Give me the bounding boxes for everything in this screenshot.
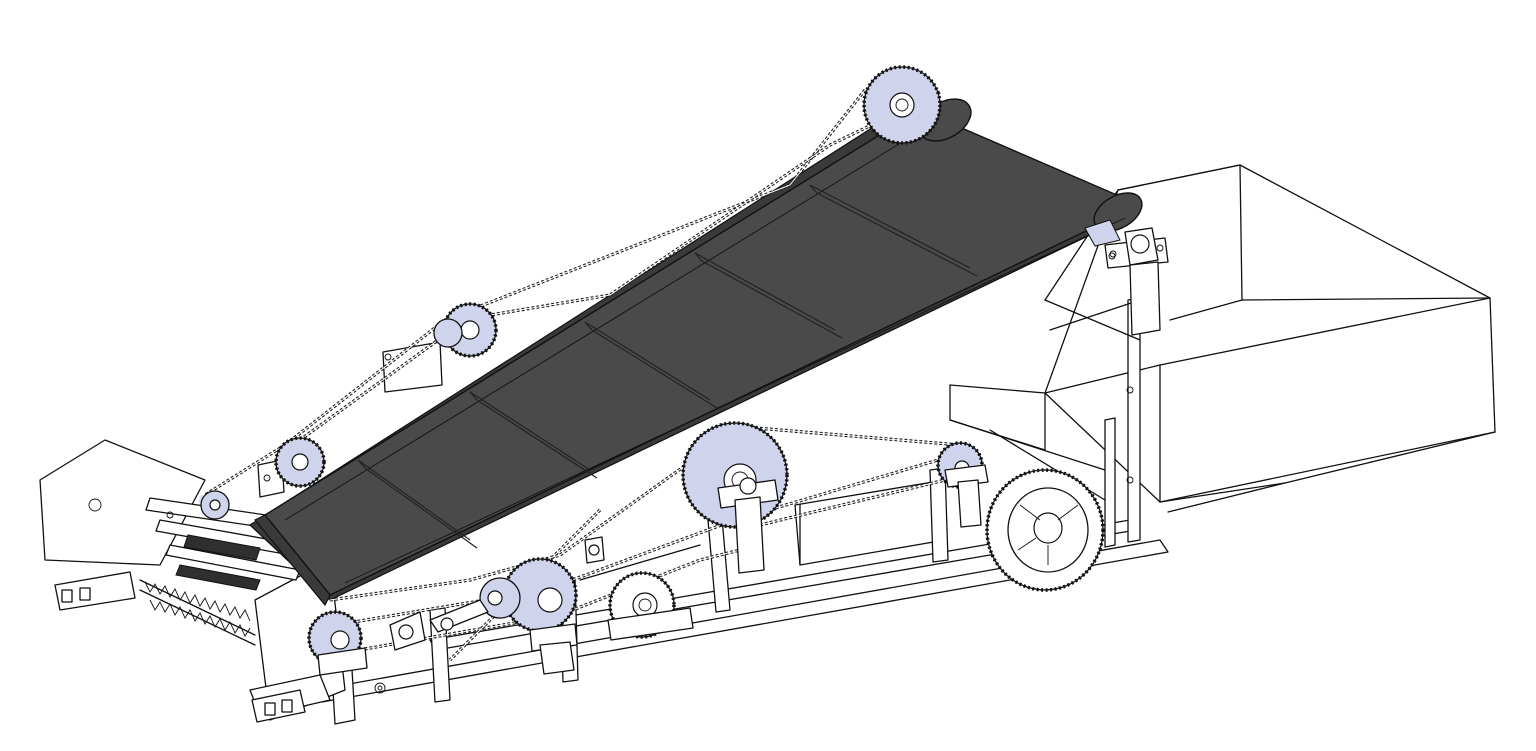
sprocket-top	[862, 65, 942, 145]
sprocket-small-left	[200, 490, 230, 520]
sprocket-mid-left	[274, 436, 326, 488]
sprocket-lower-mid	[479, 557, 578, 633]
bearing-block-right	[944, 464, 989, 528]
bearing-block-center	[717, 477, 779, 574]
bearing-block-top-right	[1104, 227, 1169, 336]
bearing-block-lower	[317, 607, 694, 694]
bolts	[166, 252, 1134, 519]
hitch-plate	[39, 439, 306, 723]
inclined-conveyor-belt	[249, 98, 1143, 607]
tensioner-arm	[389, 536, 605, 651]
support-frame	[249, 297, 1169, 725]
ground-wheel	[985, 468, 1105, 592]
sprocket-upper-left	[433, 302, 498, 358]
